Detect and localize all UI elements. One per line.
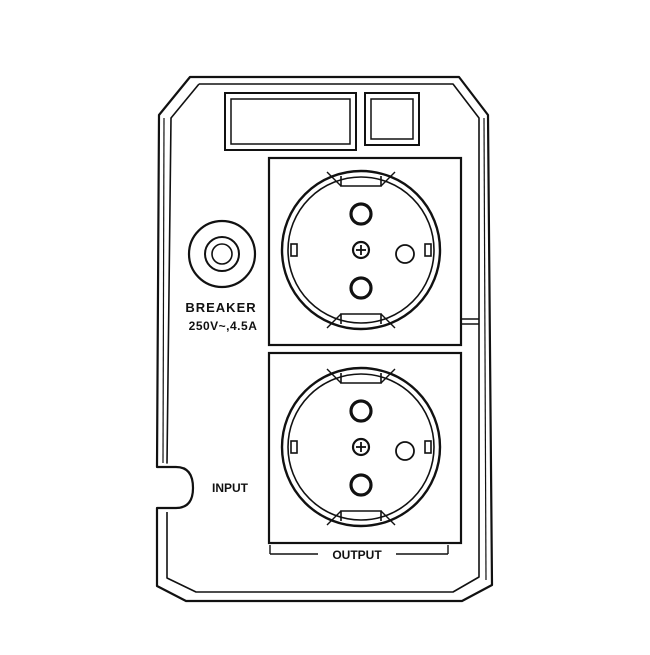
earth-clip-edge	[326, 171, 342, 187]
socket-rim-outer	[280, 169, 442, 331]
earth-clip-edge	[326, 510, 342, 526]
breaker-ring-outer	[187, 219, 257, 289]
housing-ridge-left	[162, 117, 165, 464]
pin-hole-bottom	[349, 276, 373, 300]
pin-hole-bottom	[349, 473, 373, 497]
side-tab-left	[290, 243, 298, 257]
center-screw	[351, 240, 371, 260]
earth-clip-edge	[380, 368, 396, 384]
power-button-inner[interactable]	[370, 98, 414, 140]
output-socket[interactable]	[280, 366, 442, 528]
earth-clip-notch	[340, 373, 382, 384]
housing-inner-left-edge	[170, 83, 200, 119]
side-tab-left	[290, 440, 298, 454]
socket-rim-inner	[287, 373, 435, 521]
breaker-label: BREAKER	[185, 300, 256, 315]
power-button-outer[interactable]	[364, 92, 420, 146]
display-window-outer	[224, 92, 357, 151]
input-label: INPUT	[212, 481, 249, 495]
pin-hole-top	[349, 202, 373, 226]
breaker-button[interactable]	[187, 219, 257, 289]
output-label: OUTPUT	[332, 548, 382, 562]
output-sockets	[280, 169, 442, 528]
earth-clip-edge	[380, 510, 396, 526]
socket-frame-top	[267, 156, 463, 347]
indicator-light	[395, 244, 415, 264]
earth-clip-edge	[380, 171, 396, 187]
socket-rim-outer	[280, 366, 442, 528]
earth-clip-notch	[340, 510, 382, 521]
housing-ridge-right	[483, 117, 487, 581]
breaker-ring-middle	[204, 236, 240, 272]
breaker-ring-inner	[211, 243, 233, 265]
earth-clip-edge	[326, 368, 342, 384]
output-socket[interactable]	[280, 169, 442, 331]
pin-hole-top	[349, 399, 373, 423]
breaker-rating: 250V~,4.5A	[189, 319, 258, 333]
indicator-light	[395, 441, 415, 461]
socket-frame-bottom	[267, 351, 463, 545]
earth-clip-notch	[340, 313, 382, 324]
center-screw	[351, 437, 371, 457]
side-tab-right	[424, 243, 432, 257]
display-window-inner	[230, 98, 351, 145]
socket-rim-inner	[287, 176, 435, 324]
earth-clip-notch	[340, 176, 382, 187]
side-tab-right	[424, 440, 432, 454]
housing-outline	[155, 75, 494, 603]
output-bracket	[269, 545, 449, 555]
earth-clip-edge	[380, 313, 396, 329]
earth-clip-edge	[326, 313, 342, 329]
